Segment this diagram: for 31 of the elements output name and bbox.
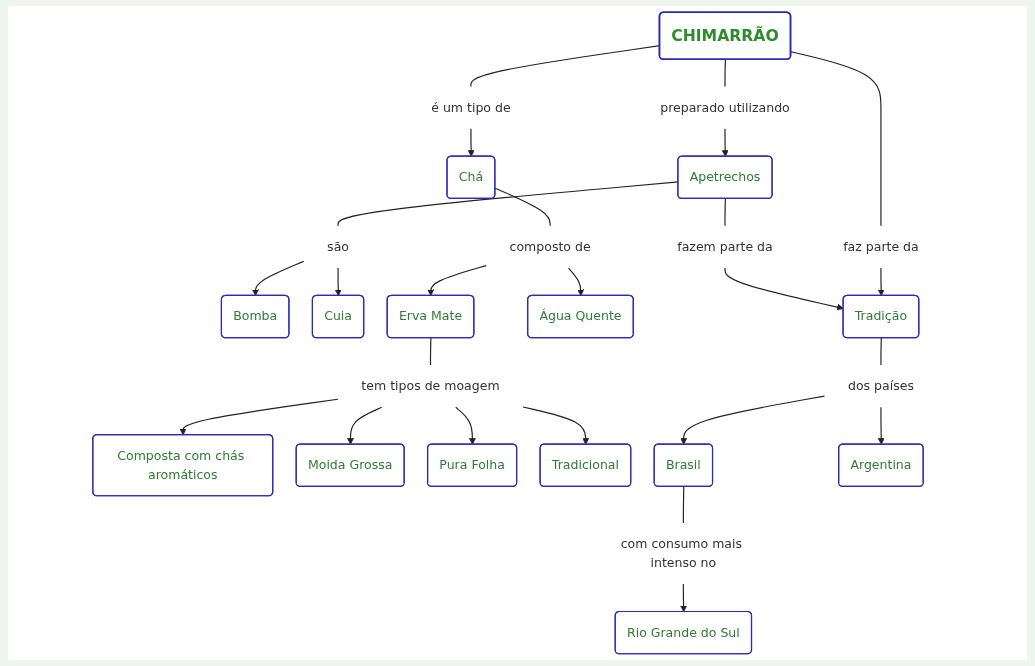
node-text: são [327, 239, 349, 254]
node-text: composto de [509, 239, 591, 254]
connector [790, 51, 882, 227]
arrow [877, 406, 885, 445]
arrow [522, 406, 590, 445]
node-text: preparado utilizando [660, 99, 790, 115]
arrow [567, 267, 585, 297]
arrow [427, 265, 487, 297]
arrow [680, 395, 826, 445]
arrow [724, 267, 844, 311]
arrow [877, 267, 885, 297]
arrow [347, 406, 383, 445]
node-text: é um tipo de [431, 99, 511, 115]
connector [724, 198, 726, 227]
connector [880, 337, 882, 366]
connector [429, 337, 432, 366]
node-text: com consumo mais intenso no [620, 536, 743, 571]
node-text: dos países [847, 378, 914, 394]
connector [724, 59, 726, 88]
node-text: tem tipos de moagem [361, 378, 500, 394]
arrow [455, 406, 476, 445]
node-text: faz parte da [843, 239, 919, 254]
connector [494, 187, 551, 227]
connector [682, 486, 685, 524]
arrow [721, 128, 729, 157]
node-text: fazem parte da [677, 239, 773, 254]
arrow [680, 583, 687, 613]
arrow [467, 128, 475, 157]
arrow [251, 260, 305, 297]
arrow [179, 398, 339, 436]
arrow [334, 267, 342, 297]
